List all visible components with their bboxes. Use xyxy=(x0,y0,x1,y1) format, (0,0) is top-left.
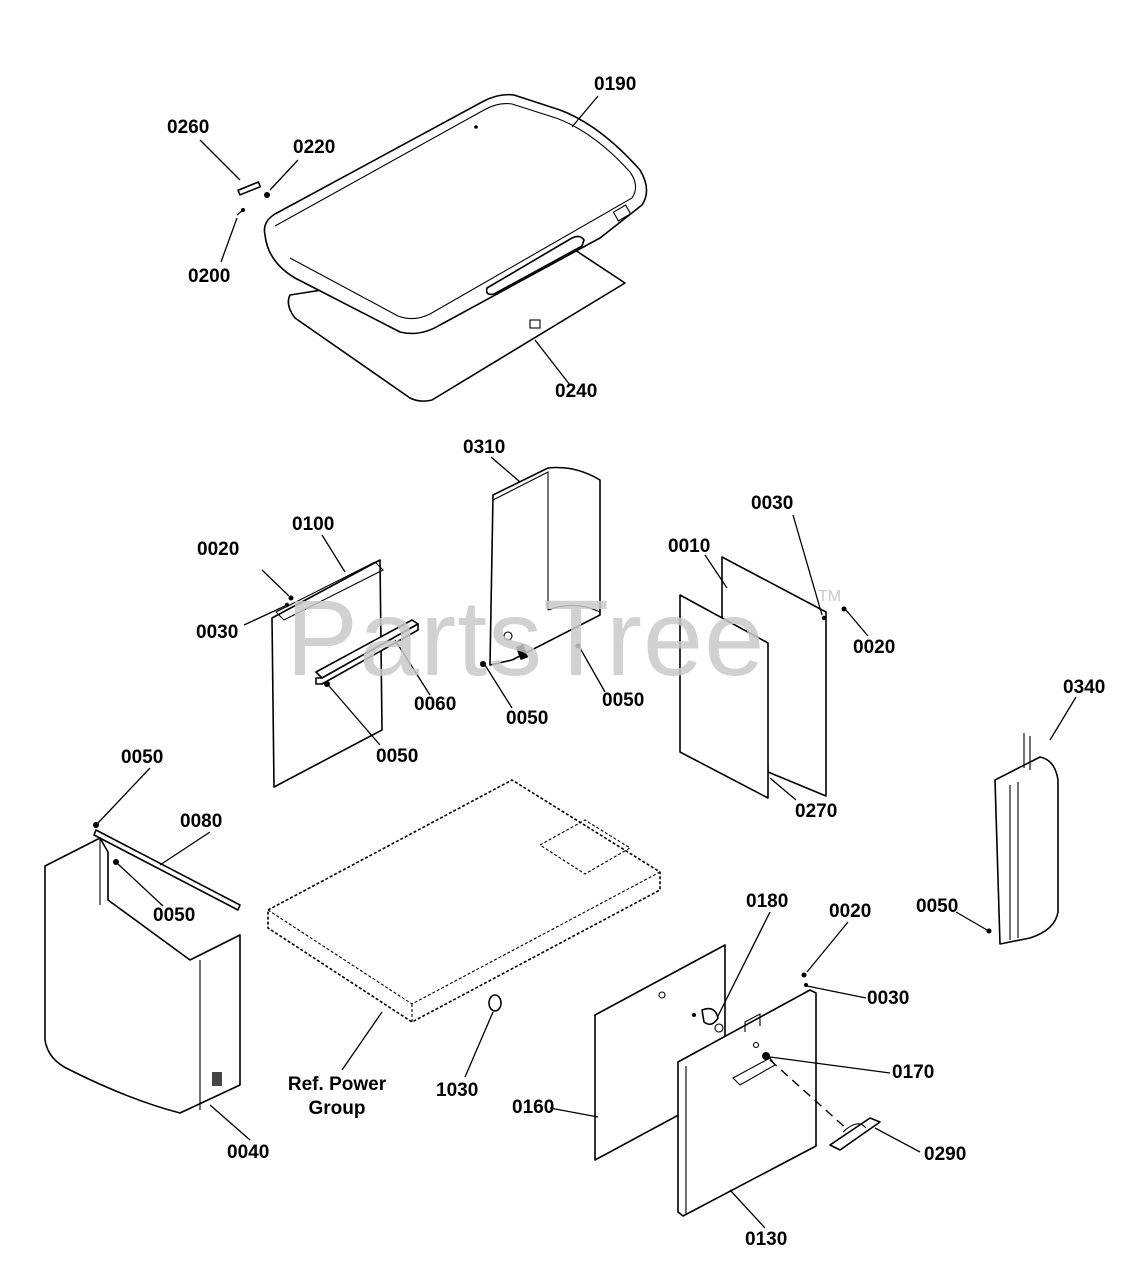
part-0270-panel[interactable] xyxy=(679,594,769,799)
label-0170[interactable]: 0170 xyxy=(892,1062,935,1083)
power-group-base[interactable] xyxy=(267,779,661,1023)
label-0340[interactable]: 0340 xyxy=(1063,677,1106,698)
label-0030-c[interactable]: 0030 xyxy=(867,988,910,1009)
part-0190-top-cover[interactable] xyxy=(263,93,648,335)
part-0170-knob[interactable] xyxy=(762,1052,770,1060)
label-0020-a[interactable]: 0020 xyxy=(197,539,240,560)
label-0050-d[interactable]: 0050 xyxy=(916,896,959,917)
part-0080-rod[interactable] xyxy=(93,829,241,911)
label-0050-c[interactable]: 0050 xyxy=(602,690,645,711)
label-0220[interactable]: 0220 xyxy=(293,137,336,158)
part-0200-screw[interactable] xyxy=(236,208,245,216)
label-0050-b[interactable]: 0050 xyxy=(506,708,549,729)
watermark-trademark: TM xyxy=(818,588,842,605)
label-0160[interactable]: 0160 xyxy=(512,1097,555,1118)
label-0050-f[interactable]: 0050 xyxy=(153,905,196,926)
part-0290-handle[interactable] xyxy=(829,1117,881,1151)
label-0130[interactable]: 0130 xyxy=(745,1229,788,1250)
label-1030[interactable]: 1030 xyxy=(436,1080,479,1101)
alignment-line xyxy=(769,1059,849,1131)
part-0180-latch[interactable] xyxy=(692,1007,724,1033)
watermark: PartsTree xyxy=(286,577,766,698)
label-0100[interactable]: 0100 xyxy=(292,514,335,535)
part-0340-panel[interactable] xyxy=(994,733,1059,945)
label-0240[interactable]: 0240 xyxy=(555,381,598,402)
part-0060-rail[interactable] xyxy=(315,619,419,685)
leader-lines xyxy=(97,95,1077,1229)
part-0310-panel[interactable] xyxy=(489,466,601,666)
part-1030-plug[interactable] xyxy=(488,994,502,1012)
label-0260[interactable]: 0260 xyxy=(167,117,210,138)
label-0180[interactable]: 0180 xyxy=(746,891,789,912)
label-ref-power-group[interactable]: Ref. Power Group xyxy=(287,1074,387,1119)
label-0040[interactable]: 0040 xyxy=(227,1142,270,1163)
label-0290[interactable]: 0290 xyxy=(924,1144,967,1165)
label-0050-e[interactable]: 0050 xyxy=(121,747,164,768)
label-0060[interactable]: 0060 xyxy=(414,694,457,715)
label-0050-a[interactable]: 0050 xyxy=(376,746,419,767)
label-0020-c[interactable]: 0020 xyxy=(829,901,872,922)
label-0030-a[interactable]: 0030 xyxy=(196,622,239,643)
label-0030-b[interactable]: 0030 xyxy=(751,493,794,514)
label-0080[interactable]: 0080 xyxy=(180,811,223,832)
label-0010[interactable]: 0010 xyxy=(668,536,711,557)
label-0200[interactable]: 0200 xyxy=(188,266,231,287)
label-0310[interactable]: 0310 xyxy=(463,437,506,458)
fastener-dots xyxy=(93,595,992,987)
label-0190[interactable]: 0190 xyxy=(594,74,637,95)
label-0270[interactable]: 0270 xyxy=(795,801,838,822)
part-0260-pin[interactable] xyxy=(237,181,262,196)
part-0220-nut[interactable] xyxy=(264,192,270,198)
part-0040-panel[interactable] xyxy=(44,837,241,1114)
label-0020-b[interactable]: 0020 xyxy=(853,637,896,658)
